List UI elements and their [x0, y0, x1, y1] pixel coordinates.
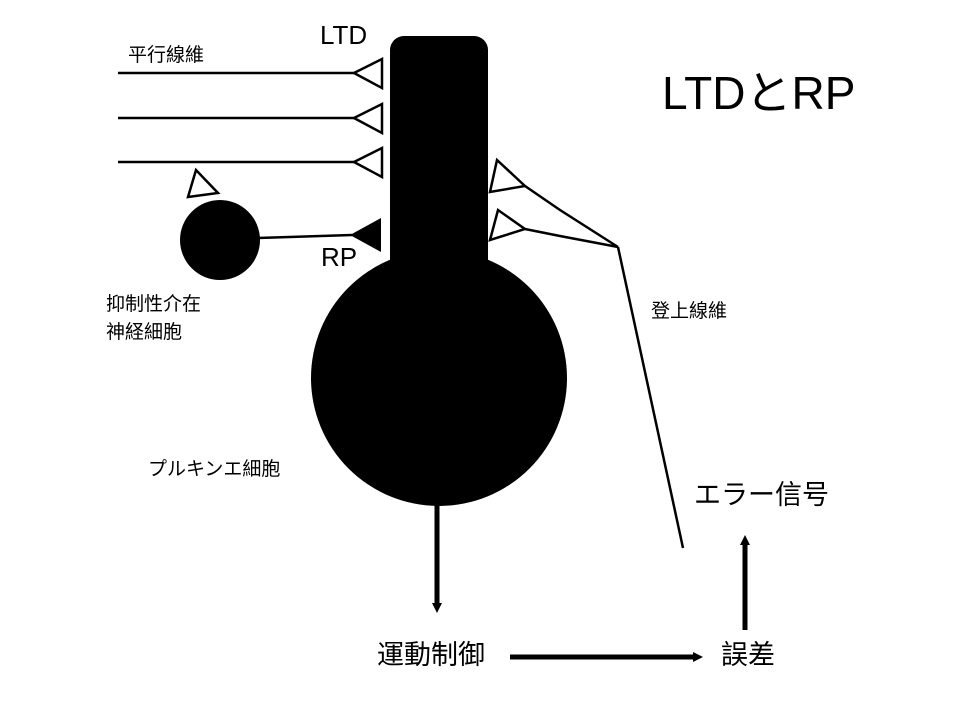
climbing-fiber-branch-lower [524, 227, 619, 249]
climbing-fiber-branch-upper [524, 184, 619, 249]
arrows [432, 505, 750, 662]
motor-control-label: 運動制御 [377, 640, 485, 671]
purkinje-soma [311, 250, 567, 506]
parallel-fiber-label: 平行線維 [128, 44, 205, 66]
parallel-fibers [118, 56, 384, 199]
interneuron-synapse [186, 167, 221, 199]
purkinje-cell [311, 36, 567, 506]
inhibitory-interneuron [180, 200, 381, 280]
climbing-fiber [488, 157, 685, 549]
error-label: 誤差 [721, 640, 775, 671]
parallel-fiber-synapse-2 [351, 101, 384, 136]
climbing-fiber-label: 登上線維 [651, 300, 728, 322]
inhibitory-interneuron-label-line2: 神経細胞 [106, 320, 183, 343]
parallel-fiber-synapse-1 [351, 56, 384, 91]
rp-label: RP [321, 242, 358, 272]
parallel-fiber-synapse-3 [351, 145, 384, 180]
climbing-fiber-synapse-lower [488, 207, 528, 242]
error-signal-label: エラー信号 [694, 480, 829, 511]
inhibitory-interneuron-label-line1: 抑制性介在 [106, 293, 202, 315]
interneuron-soma [180, 200, 260, 280]
climbing-fiber-synapse-upper [488, 157, 528, 194]
diagram-title: LTDとRP [662, 67, 856, 119]
ltd-label: LTD [320, 20, 368, 50]
interneuron-axon [257, 233, 353, 240]
climbing-fiber-main [616, 246, 685, 549]
purkinje-cell-label: プルキンエ細胞 [148, 458, 281, 480]
inhibitory-interneuron-label: 抑制性介在 神経細胞 [106, 291, 201, 346]
inhibitory-synapse [350, 218, 381, 252]
